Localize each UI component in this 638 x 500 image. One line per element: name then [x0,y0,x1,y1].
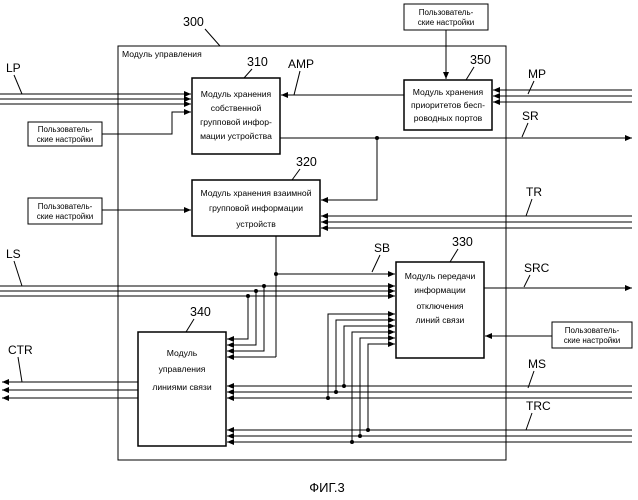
svg-text:ские настройки: ские настройки [37,135,94,144]
signal-AMP: AMP [288,57,314,71]
svg-text:управления: управления [159,364,206,374]
user-settings-box-330: Пользователь- ские настройки [552,322,632,348]
block-350: Модуль хранения приоритетов бесп- роводн… [404,80,492,130]
signal-SRC: SRC [524,261,550,275]
block-320-leader [292,169,300,180]
user-settings-box-top: Пользователь- ские настройки [404,4,488,30]
control-module-title: Модуль управления [122,49,202,59]
user-settings-box-320: Пользователь- ские настройки [28,198,102,224]
signal-SR: SR [522,109,539,123]
svg-text:роводных портов: роводных портов [414,113,483,123]
svg-text:групповой информации: групповой информации [209,203,303,213]
block-340-number: 340 [190,305,211,319]
block-320-number: 320 [296,155,317,169]
svg-text:Модуль хранения: Модуль хранения [201,89,272,99]
block-330: Модуль передачи информации отключения ли… [396,262,484,358]
svg-text:Пользователь-: Пользователь- [38,202,93,211]
svg-text:собственной: собственной [211,103,262,113]
block-310-number: 310 [247,55,268,69]
block-330-number: 330 [452,235,473,249]
svg-text:линий связи: линий связи [416,315,465,325]
signal-LP: LP [6,61,21,75]
control-module-number: 300 [183,15,204,29]
signal-MS: MS [528,357,546,371]
svg-text:Модуль хранения взаимной: Модуль хранения взаимной [200,188,311,198]
svg-text:ские настройки: ские настройки [418,18,475,27]
svg-text:Модуль передачи: Модуль передачи [405,271,476,281]
svg-text:ские настройки: ские настройки [564,336,621,345]
svg-text:отключения: отключения [416,301,463,311]
block-340-leader [186,319,194,332]
block-350-leader [466,67,474,80]
svg-text:линиями связи: линиями связи [152,382,211,392]
block-340: Модуль управления линиями связи [138,332,226,446]
block-310-leader [244,69,252,78]
signal-TR: TR [526,185,542,199]
block-310: Модуль хранения собственной групповой ин… [192,78,280,154]
svg-text:приоритетов бесп-: приоритетов бесп- [411,100,485,110]
svg-text:ские настройки: ские настройки [37,212,94,221]
svg-text:Модуль: Модуль [167,348,198,358]
signal-CTR: CTR [8,343,33,357]
svg-text:устройств: устройств [236,219,276,229]
svg-text:Пользователь-: Пользователь- [419,8,474,17]
user-settings-box-310: Пользователь- ские настройки [28,122,102,146]
signal-LS: LS [6,247,21,261]
block-350-number: 350 [470,53,491,67]
block-320: Модуль хранения взаимной групповой инфор… [192,180,320,236]
signal-SB: SB [374,241,390,255]
wiring [0,30,632,444]
svg-text:информации: информации [414,285,466,295]
block-330-leader [450,249,458,262]
svg-text:Пользователь-: Пользователь- [38,125,93,134]
control-module-leader [205,29,220,46]
figure-caption: ФИГ.3 [309,480,345,495]
svg-text:групповой инфор-: групповой инфор- [200,117,272,127]
signal-TRC: TRC [526,399,551,413]
svg-text:мации устройства: мации устройства [200,131,272,141]
signal-MP: MP [528,67,546,81]
svg-text:Пользователь-: Пользователь- [565,326,620,335]
svg-text:Модуль хранения: Модуль хранения [413,87,484,97]
